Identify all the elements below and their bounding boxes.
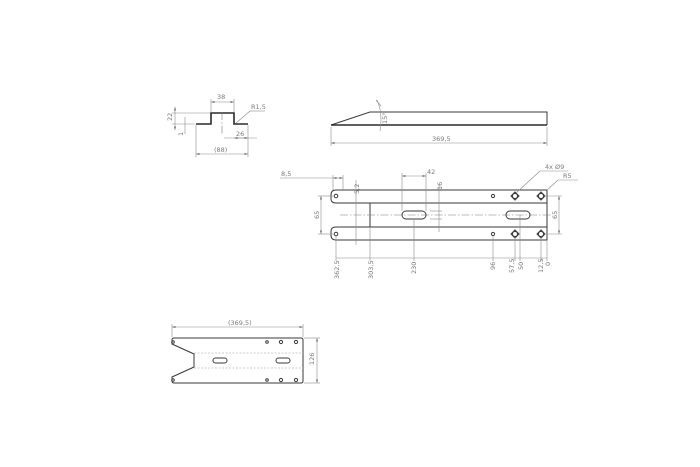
dim-left-spacing: 65: [313, 211, 321, 219]
plan-view: 8,5 5,2 65 42 16 4x Ø9 R5 65: [280, 163, 578, 279]
ordinate-dim: 57,5: [508, 259, 516, 273]
dim-left-offset: 8,5: [281, 170, 291, 178]
dim-overall-width: (88): [214, 146, 227, 154]
flat-slot-left: [212, 357, 228, 364]
dim-length: 369,5: [432, 135, 451, 143]
channel-profile: [196, 112, 248, 125]
ordinate-dim: 12,5: [537, 259, 545, 273]
ordinate-dim: 303,5: [367, 260, 375, 279]
ordinate-dim: 230: [410, 262, 418, 274]
dim-hole-edge: 5,2: [353, 184, 361, 194]
ordinate-dim: 0: [544, 262, 552, 266]
dim-slot-length: 42: [427, 168, 435, 176]
dim-radius: R1,5: [251, 103, 266, 111]
hole: [333, 231, 339, 237]
hole: [333, 193, 339, 199]
flat-outline: [171, 337, 304, 384]
slot-right: [505, 210, 531, 220]
dim-angle: 15°: [381, 112, 389, 124]
flat-slot-right: [275, 357, 291, 364]
ordinate-dim: 96: [489, 262, 497, 270]
section-view: 38 R1,5 22 1 26 (88): [166, 93, 266, 157]
countersunk-holes: [510, 191, 546, 239]
hole: [490, 193, 496, 199]
holes-note: 4x Ø9: [545, 163, 564, 171]
flat-pattern-view: (369,5) 126: [171, 319, 320, 384]
ordinate-dimensions: 362,5 303,5 230 96 57,5 50 12,5 0: [333, 215, 552, 279]
dim-flat-length: (369,5): [228, 319, 252, 327]
ordinate-dim: 362,5: [333, 260, 341, 279]
dim-right-spacing: 65: [551, 211, 559, 219]
hole: [490, 231, 496, 237]
dim-top-width: 38: [217, 93, 225, 101]
dim-flat-width: 126: [308, 353, 316, 365]
ordinate-dim: 50: [517, 262, 525, 270]
dim-corner-radius: R5: [563, 172, 572, 180]
dim-flange: 26: [236, 130, 244, 138]
side-view: 15° 369,5: [330, 99, 548, 146]
dim-slot-width: 16: [436, 182, 444, 190]
side-profile-top: [330, 111, 548, 126]
dim-thickness: 1: [177, 132, 185, 136]
dim-height: 22: [166, 113, 174, 121]
